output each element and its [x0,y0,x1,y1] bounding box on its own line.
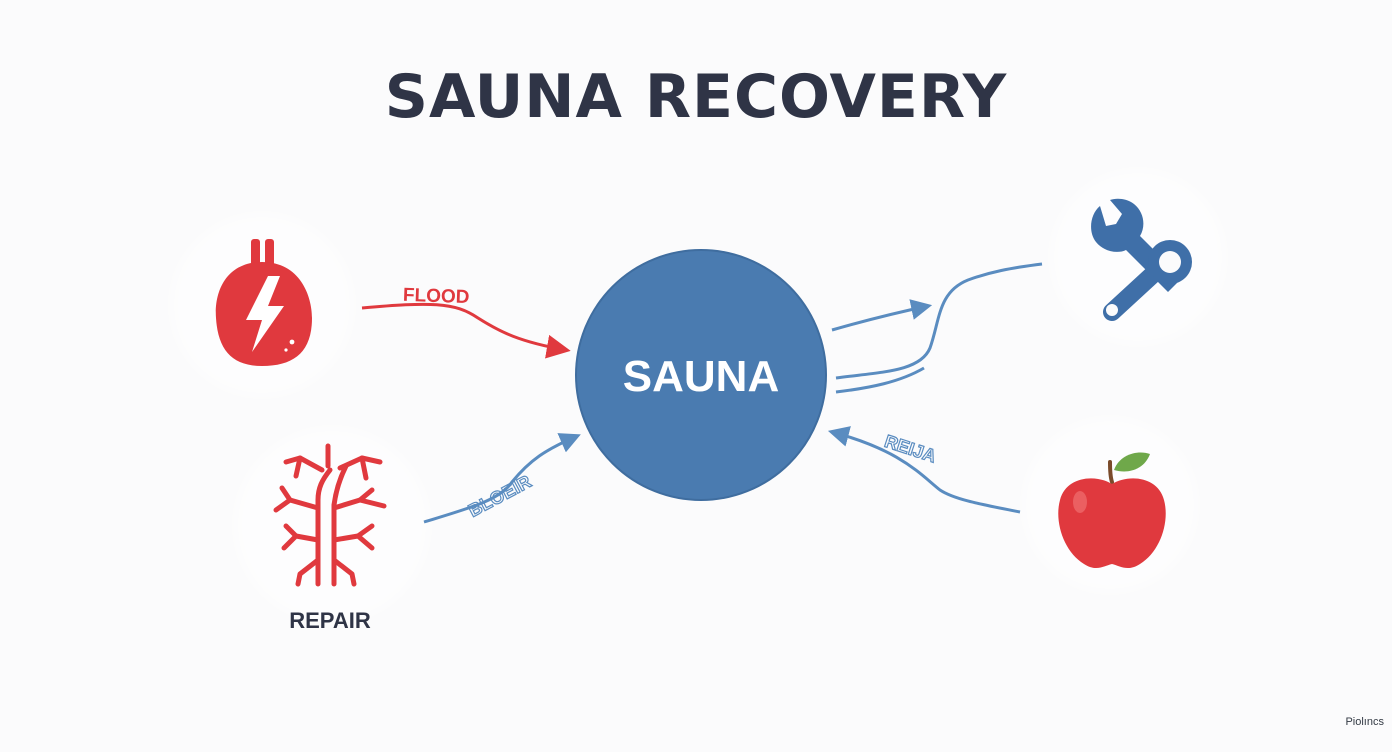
diagram-title: SAUNA RECOVERY [384,62,1008,132]
edge-reija [827,426,1021,514]
edge-flood [361,302,571,359]
edge-to-wrench-main [835,262,1043,380]
edge-label-bloeir: BLOEIR [465,471,534,521]
edge-bloeir [423,433,581,524]
center-circle [575,249,827,501]
edge-to-wrench-upper [831,299,933,332]
wrench-icon [1091,198,1192,321]
node-label-repair: REPAIR [289,608,371,633]
blood-vessels-icon [273,443,387,587]
center-label: SAUNA [623,352,779,401]
heart-lightning-icon [215,239,312,366]
edge-label-reija: REIJA [882,431,939,466]
edge-to-wrench-lower [835,366,925,394]
apple-icon [1058,452,1166,569]
edge-label-flood: FLOOD [403,285,470,308]
watermark: Piolıncs [1345,716,1384,728]
center-node-sauna: SAUNA [575,249,827,501]
